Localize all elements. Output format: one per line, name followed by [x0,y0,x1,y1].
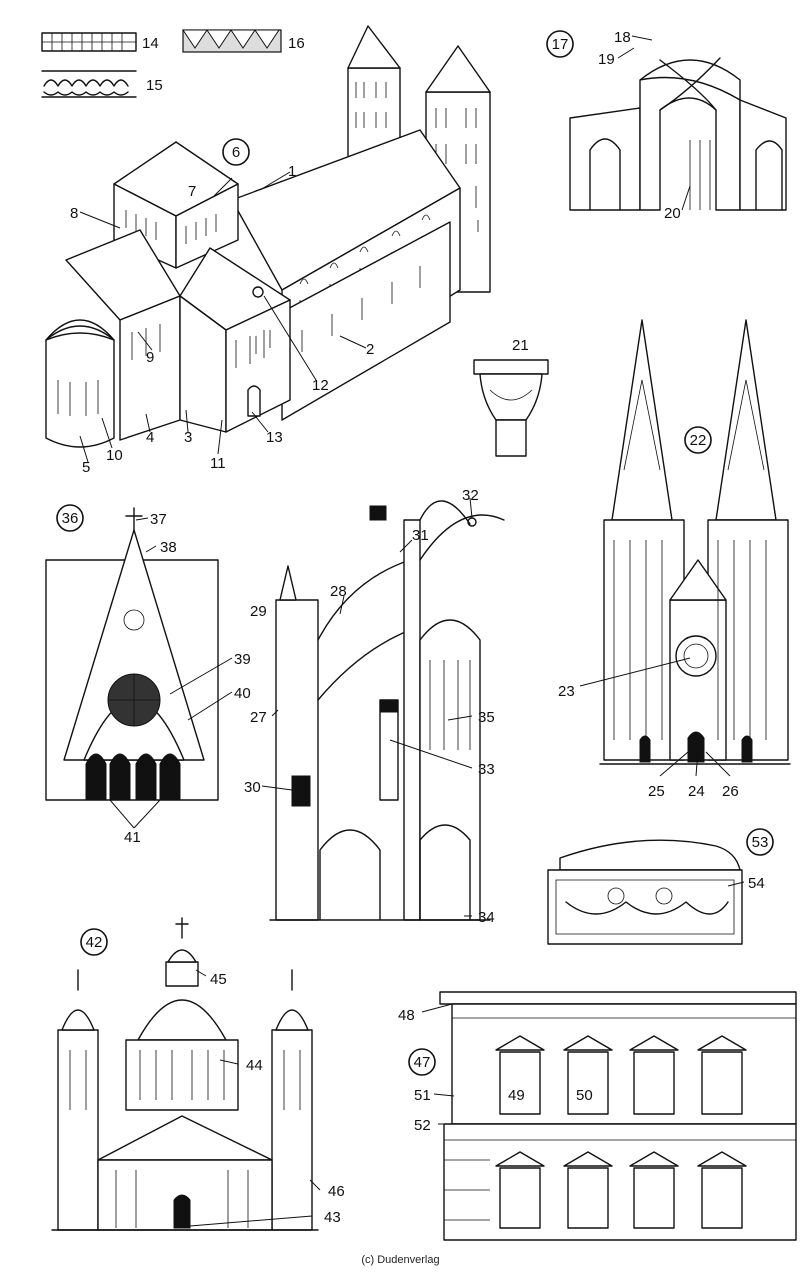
label-48: 48 [398,1007,415,1024]
label-3: 3 [184,429,192,446]
label-10: 10 [106,447,123,464]
label-40: 40 [234,685,251,702]
label-11: 11 [210,455,226,472]
label-53: 53 [752,834,769,851]
label-23: 23 [558,683,575,700]
label-24: 24 [688,783,705,800]
label-15: 15 [146,77,163,94]
romanesque-church [45,25,491,448]
lower-windows [495,1151,747,1229]
label-12: 12 [312,377,329,394]
label-34: 34 [478,909,495,926]
label-42: 42 [86,934,103,951]
label-20: 20 [664,205,681,222]
cushion-capital [473,359,549,457]
label-29: 29 [250,603,267,620]
label-36: 36 [62,510,79,527]
label-25: 25 [648,783,665,800]
ornament-bands [41,29,282,98]
label-17: 17 [552,36,569,53]
gothic-gable [45,507,219,801]
leader-lines [79,35,745,1227]
label-49: 49 [508,1087,525,1104]
baroque-church [51,917,319,1231]
label-9: 9 [146,349,154,366]
part-labels: 1 2 3 4 5 7 8 9 10 11 12 13 14 15 16 18 … [70,29,765,1226]
label-47: 47 [414,1054,431,1071]
label-31: 31 [412,527,429,544]
apse [45,319,115,448]
label-33: 33 [478,761,495,778]
upper-windows [495,1035,747,1115]
label-2: 2 [366,341,374,358]
label-41: 41 [124,829,141,846]
label-38: 38 [160,539,177,556]
label-18: 18 [614,29,631,46]
label-30: 30 [244,779,261,796]
label-16: 16 [288,35,305,52]
label-43: 43 [324,1209,341,1226]
cross-vault [569,57,787,211]
renaissance-palace [439,991,797,1241]
label-14: 14 [142,35,159,52]
gothic-cathedral [599,319,791,765]
label-1: 1 [288,163,296,180]
label-54: 54 [748,875,765,892]
label-46: 46 [328,1183,345,1200]
label-27: 27 [250,709,267,726]
label-44: 44 [246,1057,263,1074]
ornament-14 [41,32,137,52]
label-6: 6 [232,144,240,161]
copyright-credit: (c) Dudenverlag [361,1254,440,1266]
ornament-16 [182,29,282,53]
label-52: 52 [414,1117,431,1134]
label-5: 5 [82,459,90,476]
label-35: 35 [478,709,495,726]
label-51: 51 [414,1087,431,1104]
label-32: 32 [462,487,479,504]
label-28: 28 [330,583,347,600]
transept [65,229,291,441]
label-13: 13 [266,429,283,446]
label-50: 50 [576,1087,593,1104]
label-21: 21 [512,337,529,354]
label-4: 4 [146,429,154,446]
label-37: 37 [150,511,167,528]
label-45: 45 [210,971,227,988]
label-19: 19 [598,51,615,68]
figure-numbers: 6 17 22 36 42 47 53 [56,30,774,1076]
label-39: 39 [234,651,251,668]
label-7: 7 [188,183,196,200]
ornament-15 [41,70,137,98]
nave [231,129,461,421]
sarcophagus [547,839,743,945]
label-22: 22 [690,432,707,449]
flying-buttress [269,500,505,921]
label-26: 26 [722,783,739,800]
label-8: 8 [70,205,78,222]
